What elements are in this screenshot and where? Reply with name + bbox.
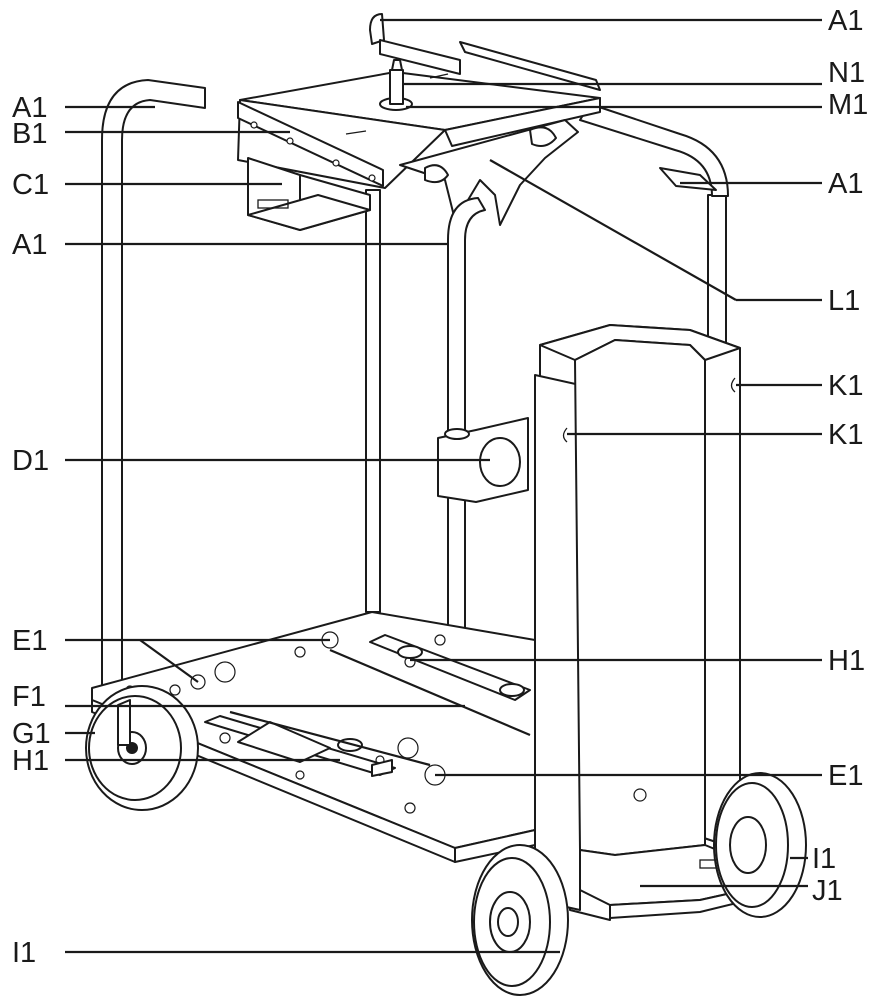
label-g1: G1 xyxy=(12,718,51,750)
accessory-box xyxy=(247,157,371,231)
label-b1: B1 xyxy=(12,118,47,150)
label-m1: M1 xyxy=(828,89,868,121)
leader-f1-diag xyxy=(229,710,431,767)
label-i1-bottom: I1 xyxy=(12,937,36,969)
label-a1-right: A1 xyxy=(828,168,863,200)
label-k1-inner: K1 xyxy=(828,419,863,451)
label-e1-left: E1 xyxy=(12,625,47,657)
label-n1: N1 xyxy=(828,57,865,89)
trolley-illustration xyxy=(85,13,807,996)
leader-h1-right-diag xyxy=(329,648,531,737)
top-shelf xyxy=(237,41,601,189)
label-f1: F1 xyxy=(12,681,46,713)
label-a1-top: A1 xyxy=(828,5,863,37)
label-a1-mid: A1 xyxy=(12,229,47,261)
leader-e1-left-diag xyxy=(139,639,199,683)
label-a1-left: A1 xyxy=(12,92,47,124)
label-k1-outer: K1 xyxy=(828,370,863,402)
label-i1-right: I1 xyxy=(812,843,836,875)
label-e1-right: E1 xyxy=(828,760,863,792)
leader-lines xyxy=(65,18,822,954)
label-l1: L1 xyxy=(828,285,860,317)
label-h1-right: H1 xyxy=(828,645,865,677)
label-j1: J1 xyxy=(812,875,843,907)
right-wheel xyxy=(713,772,807,918)
label-h1-left: H1 xyxy=(12,745,49,777)
callout-labels: A1 N1 M1 A1 L1 K1 K1 H1 E1 I1 J1 A1 B1 C… xyxy=(12,5,868,969)
rear-wheel xyxy=(85,685,199,811)
label-c1: C1 xyxy=(12,169,49,201)
front-wheel xyxy=(471,844,569,996)
label-d1: D1 xyxy=(12,445,49,477)
cylinder-holder xyxy=(534,324,791,921)
leader-l1 xyxy=(489,159,737,301)
rear-frame xyxy=(101,13,729,686)
